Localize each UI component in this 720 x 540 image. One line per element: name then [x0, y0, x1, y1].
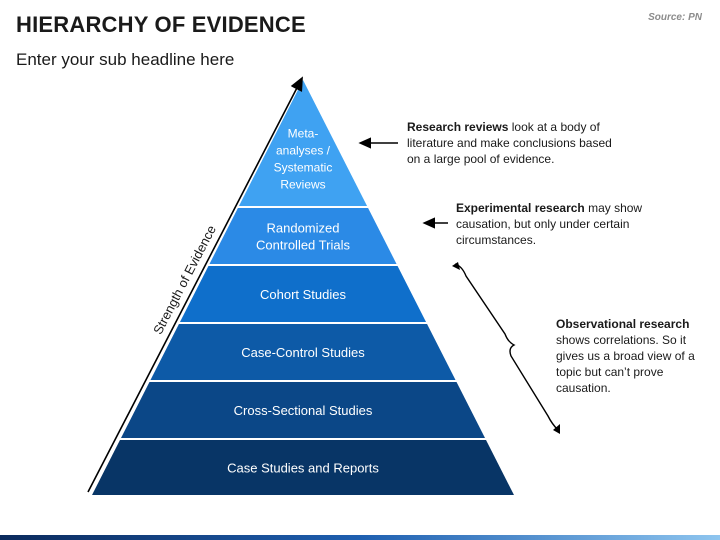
strength-arrow [87, 76, 303, 493]
pyramid-level-5 [120, 382, 486, 438]
pyramid-level-2 [209, 208, 397, 264]
annotation-observational: Observational research shows correlation… [556, 316, 716, 396]
annotation-experimental-text: may show causation, but only under certa… [456, 201, 643, 247]
footer-bar [0, 535, 720, 540]
pyramid-level-3 [179, 266, 427, 322]
pyramid-level-1-label: analyses / [276, 144, 331, 158]
page-title: HIERARCHY OF EVIDENCE [16, 12, 306, 37]
annotation-reviews-bold: Research reviews [407, 120, 509, 134]
pyramid-level-2-label: Controlled Trials [256, 238, 350, 253]
pyramid-level-1-label: Reviews [280, 178, 325, 192]
source-note: Source: PN [648, 12, 702, 23]
annotation-observational-text: shows correlations. So it gives us a bro… [556, 333, 695, 395]
pyramid-level-1-label: Systematic [274, 161, 333, 175]
page-subtitle: Enter your sub headline here [16, 50, 235, 69]
observational-brace [454, 263, 559, 431]
annotation-experimental-bold: Experimental research [456, 201, 585, 215]
observational-brace-top-tip [452, 262, 460, 270]
annotation-reviews-text: look at a body of literature and make co… [407, 120, 612, 166]
pyramid-level-1-label: Meta- [288, 127, 319, 141]
annotation-observational-bold: Observational research [556, 317, 690, 331]
pyramid-level-6-label: Case Studies and Reports [227, 461, 379, 476]
pyramid-level-3-label: Cohort Studies [260, 287, 346, 302]
annotation-experimental: Experimental research may show causation… [456, 200, 646, 248]
pyramid-level-5-label: Cross-Sectional Studies [234, 403, 373, 418]
pyramid-level-1 [238, 80, 368, 206]
pyramid-level-6 [92, 440, 514, 495]
pyramid-level-2-label: Randomized [267, 221, 340, 236]
pyramid-level-4 [150, 324, 456, 380]
pyramid-layers: Meta-analyses / SystematicReviewsRandomiz… [92, 80, 514, 495]
pyramid-level-4-label: Case-Control Studies [241, 345, 365, 360]
annotation-reviews: Research reviews look at a body of liter… [407, 119, 617, 167]
observational-brace-bottom-tip [553, 424, 560, 434]
strength-label-bg [148, 222, 222, 338]
